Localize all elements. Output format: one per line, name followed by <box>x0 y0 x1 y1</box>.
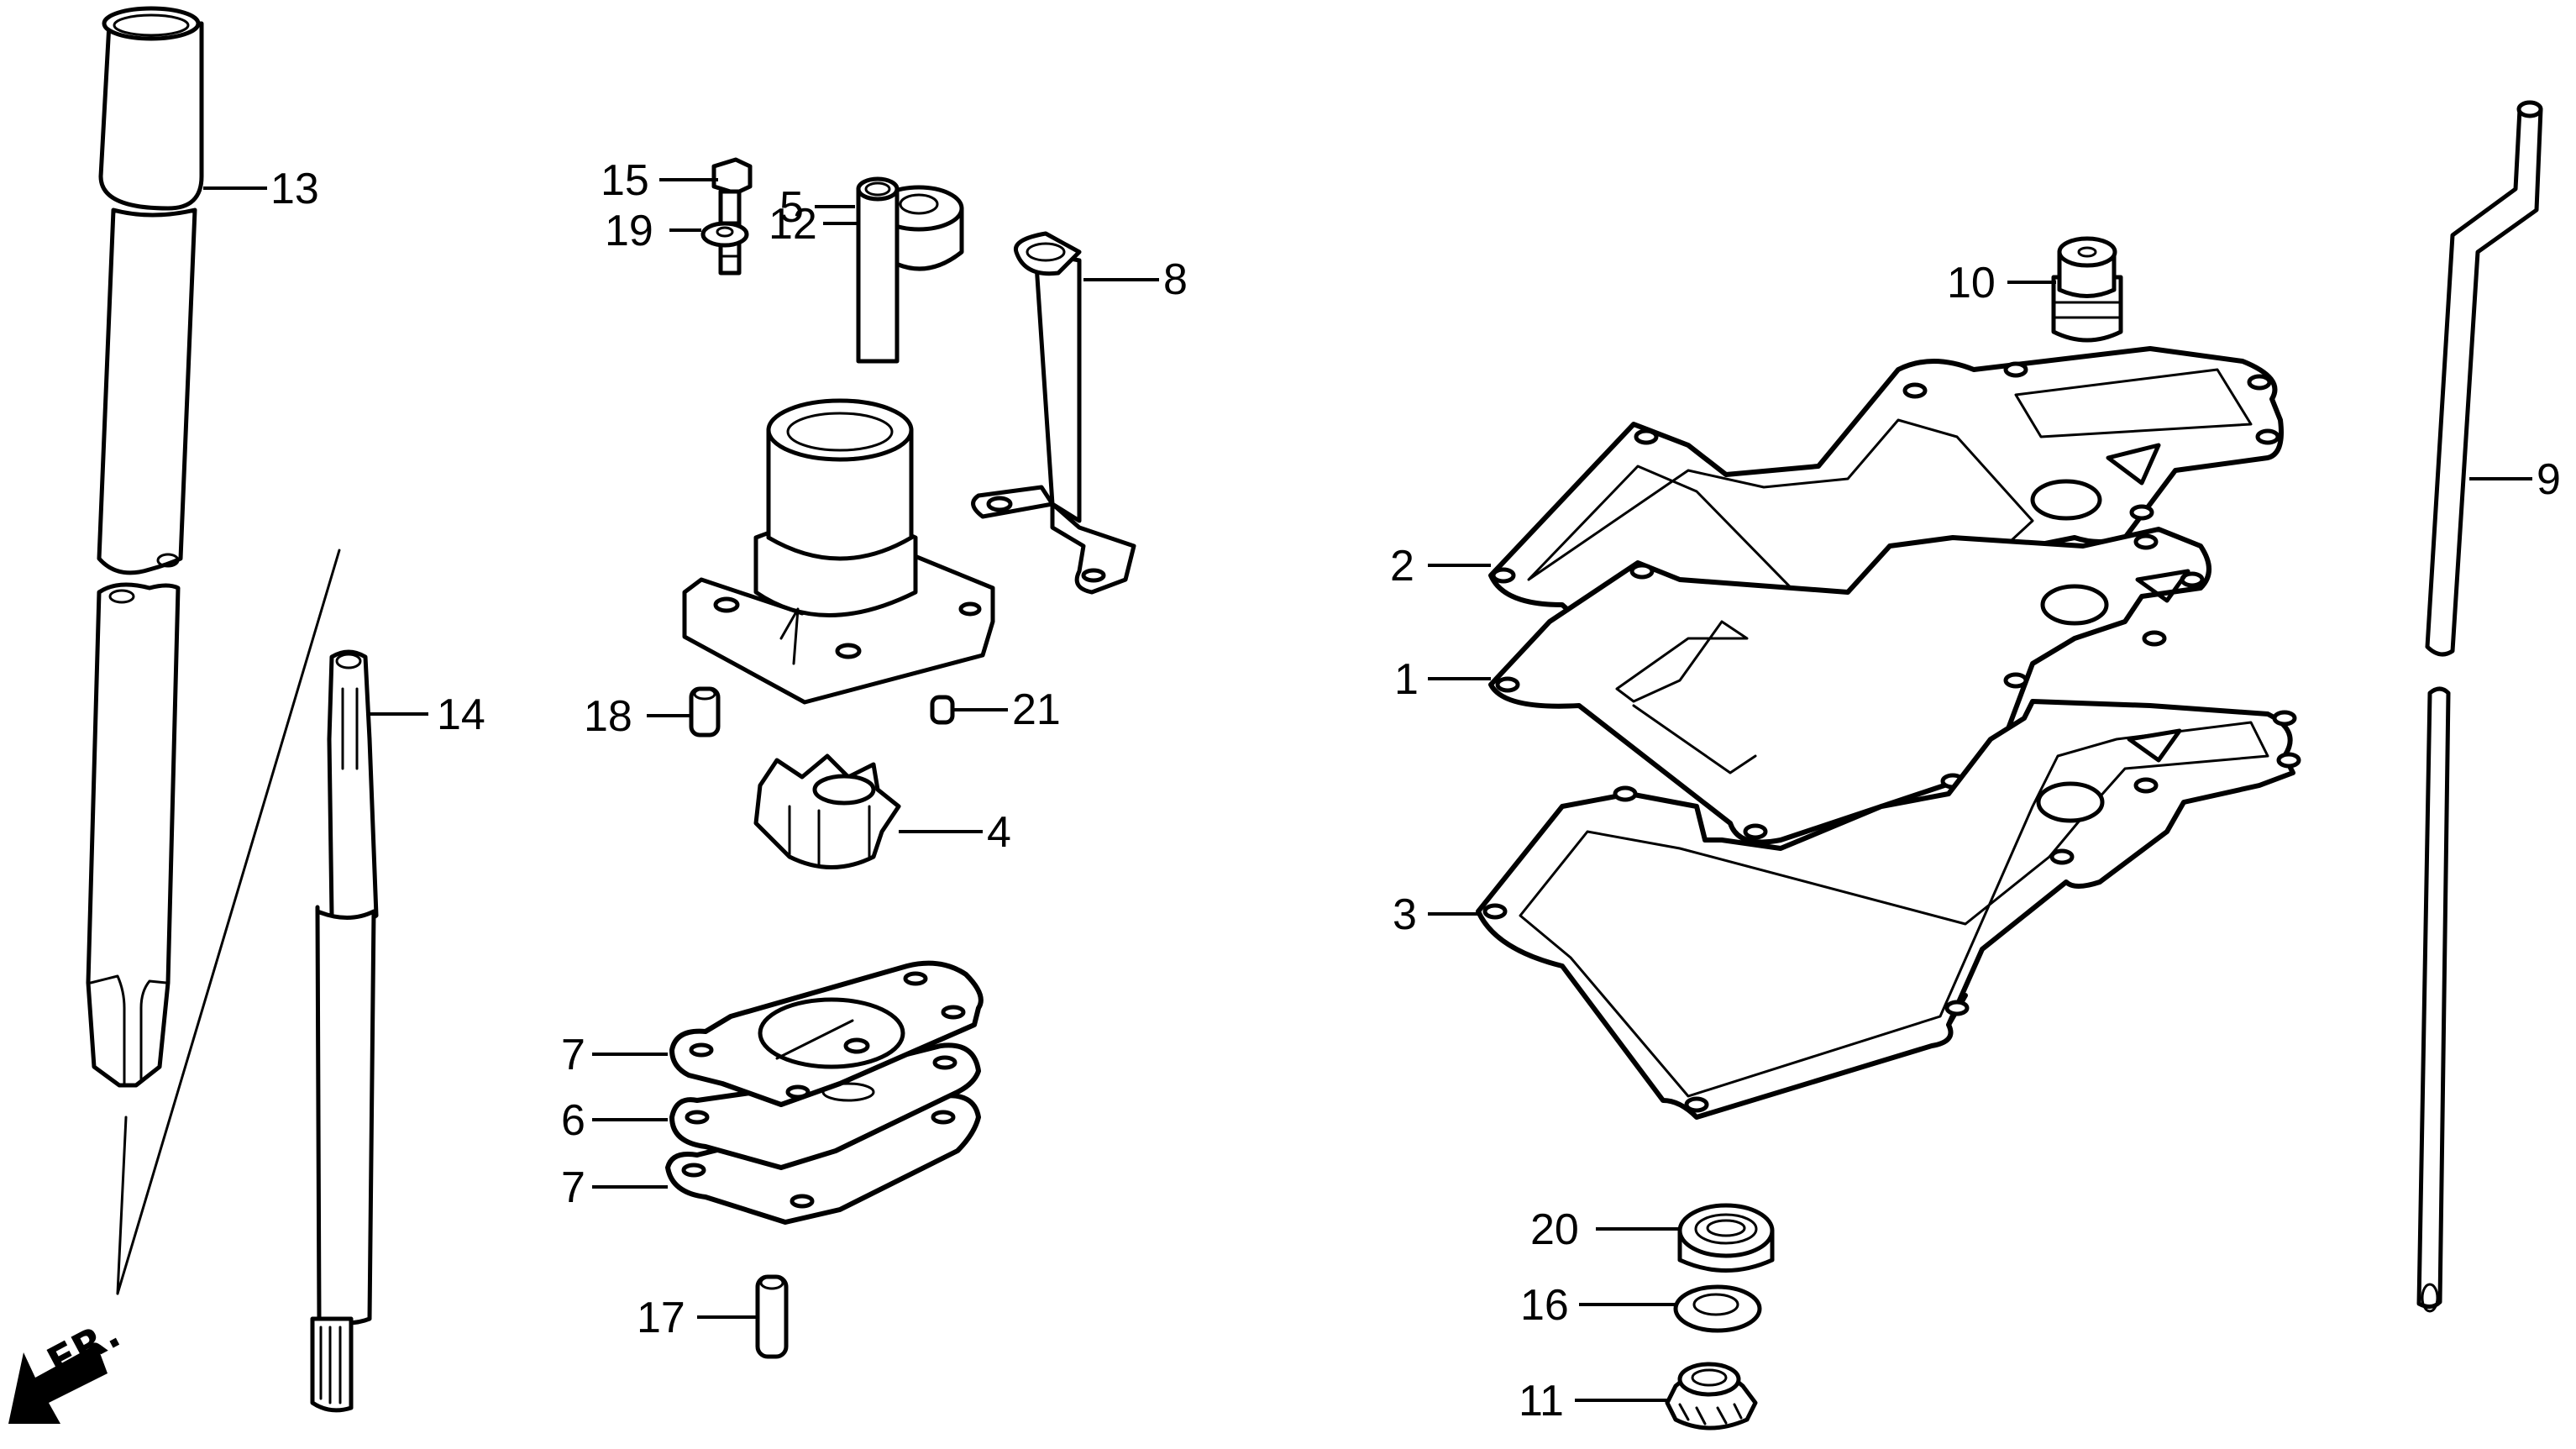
part-6-liner-plate[interactable] <box>669 1042 981 1170</box>
callout-label-21: 21 <box>1012 685 1061 734</box>
callout-5: 5 <box>779 183 855 232</box>
part-10-grommet[interactable] <box>2051 236 2123 343</box>
part-3-gasket[interactable] <box>1476 699 2301 1120</box>
callout-label-13: 14 <box>437 690 485 739</box>
callout-label-14: 11 <box>1519 1377 1564 1425</box>
part-14-pinion-gear[interactable] <box>1665 1362 1758 1431</box>
callout-label-1: 1 <box>1394 655 1419 704</box>
callout-label-3: 3 <box>1393 890 1417 939</box>
callout-4: 4 <box>899 808 1011 857</box>
part-7-gasket-lower[interactable] <box>665 1093 981 1225</box>
callout-10: 10 <box>1947 259 2056 307</box>
callout-label-12: 13 <box>270 165 319 213</box>
callout-label-8: 8 <box>1163 255 1188 304</box>
callout-20: 20 <box>1530 1205 1678 1254</box>
part-4-impeller[interactable] <box>753 753 901 869</box>
pump-housing <box>682 398 995 705</box>
callout-9: 9 <box>2469 455 2561 504</box>
callout-label-17: 17 <box>637 1294 685 1342</box>
callout-3: 3 <box>1393 890 1478 939</box>
part-18-dowel-pin[interactable] <box>689 686 721 738</box>
callout-label-9: 9 <box>2537 455 2561 504</box>
callout-label-7b: 7 <box>561 1163 585 1212</box>
callout-7a: 7 <box>561 1031 668 1079</box>
callout-6: 6 <box>561 1096 668 1145</box>
callout-label-6: 6 <box>561 1096 585 1145</box>
front-direction-indicator: FR. <box>8 1310 128 1424</box>
part-12-shaft-tube-lower <box>86 582 181 1088</box>
part-19-washer[interactable] <box>700 221 749 248</box>
part-5-water-tube[interactable] <box>856 176 900 364</box>
part-1-gasket[interactable] <box>1488 527 2211 845</box>
callout-1: 1 <box>1394 655 1491 704</box>
alignment-line <box>116 549 341 1295</box>
part-8-bracket[interactable] <box>971 231 1136 595</box>
callout-label-16: 15 <box>601 156 649 205</box>
callout-19: 19 <box>605 207 701 255</box>
alignment-line <box>116 1116 128 1295</box>
callout-15: 16 <box>1520 1281 1676 1330</box>
part-21-dowel-pin[interactable] <box>930 695 955 725</box>
callout-label-4: 4 <box>987 808 1011 857</box>
callout-label-5: 5 <box>779 183 804 232</box>
callout-label-19: 19 <box>605 207 653 255</box>
callout-13: 14 <box>370 690 485 739</box>
callout-label-18: 18 <box>584 692 632 741</box>
callout-17: 17 <box>637 1294 756 1342</box>
callout-16: 15 <box>601 156 718 205</box>
callout-2: 2 <box>1390 542 1491 591</box>
callout-11: 12 <box>769 200 874 249</box>
part-9-water-tube-long[interactable] <box>2416 100 2543 1313</box>
callout-label-20: 20 <box>1530 1205 1579 1254</box>
part-12-shaft-tube[interactable] <box>97 6 204 575</box>
callout-label-10: 10 <box>1947 259 1996 307</box>
callout-label-11: 12 <box>769 200 817 249</box>
callout-12: 13 <box>203 165 319 213</box>
callout-14: 11 <box>1519 1377 1667 1425</box>
callout-21: 21 <box>953 685 1061 734</box>
callout-label-2: 2 <box>1390 542 1414 591</box>
part-13-vertical-shaft[interactable] <box>310 649 379 1413</box>
part-7-gasket-upper[interactable] <box>669 960 984 1107</box>
part-15-oil-seal[interactable] <box>1673 1284 1762 1333</box>
callout-8: 8 <box>1083 255 1188 304</box>
part-16-bolt[interactable] <box>711 157 753 276</box>
callout-18: 18 <box>584 692 690 741</box>
part-20-bearing[interactable] <box>1677 1203 1775 1273</box>
callout-7b: 7 <box>561 1163 668 1212</box>
callout-label-7a: 7 <box>561 1031 585 1079</box>
part-17-dowel-pin[interactable] <box>755 1274 789 1359</box>
front-arrow-icon <box>8 1344 108 1424</box>
callout-label-15: 16 <box>1520 1281 1569 1330</box>
